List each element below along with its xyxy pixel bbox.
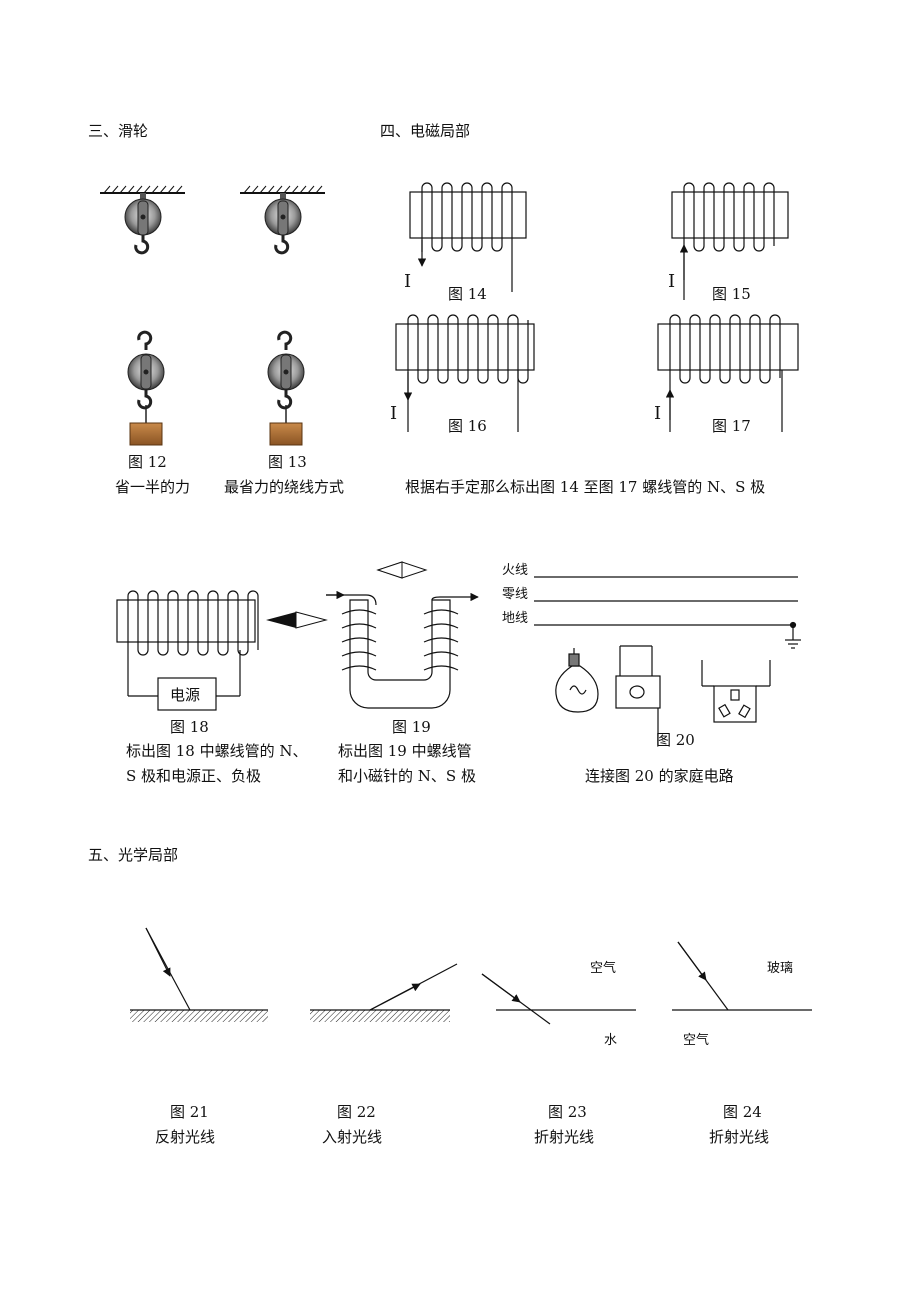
fig12-label: 图 12 [128,453,167,471]
fig21-desc: 反射光线 [155,1128,216,1146]
solenoid-fig16 [395,314,535,432]
fig24-desc: 折射光线 [709,1128,770,1146]
fig24-label: 图 24 [723,1103,762,1121]
neutral-wire-label: 零线 [502,587,529,602]
solenoid-fig14 [409,182,527,292]
fig18-desc-line2: S 极和电源正、负极 [126,767,262,785]
fig20-label: 图 20 [656,731,695,749]
solenoid-fig18 [116,590,259,711]
coil-right [423,609,459,671]
power-source-box [157,677,217,711]
fixed-pulley-12a [100,185,185,255]
compass-needle-fig19 [376,561,428,579]
fixed-pulley-13a [240,185,325,255]
fig18-desc-line1: 标出图 18 中螺线管的 N、 [126,742,308,760]
fig12-desc: 省一半的力 [115,478,191,496]
movable-pulley-13b [267,330,305,446]
fig22-label: 图 22 [337,1103,376,1121]
three-pin-socket [701,660,771,723]
current-label-16: I [390,403,398,424]
current-label-15: I [668,271,676,292]
fig19-label: 图 19 [392,718,431,736]
fig15-label: 图 15 [712,285,751,303]
ground-wire-label: 地线 [502,611,529,626]
fig13-desc: 最省力的绕线方式 [224,478,345,496]
power-source-label: 电源 [170,686,201,704]
solenoid-fig17 [657,314,799,432]
movable-pulley-12b [127,330,165,446]
refraction-fig23 [481,973,636,1025]
section-title-electromagnetism: 四、电磁局部 [380,122,471,140]
light-bulb [555,648,599,713]
switch-box [615,645,661,745]
refraction-fig24 [672,941,812,1011]
fig16-label: 图 16 [448,417,487,435]
fig23-label: 图 23 [548,1103,587,1121]
fig23-desc: 折射光线 [534,1128,595,1146]
section-title-optics: 五、光学局部 [88,846,179,864]
fig23-lower-medium: 水 [604,1033,618,1048]
fig19-desc-line1: 标出图 19 中螺线管 [338,742,472,760]
current-label-17: I [654,403,662,424]
fig20-desc: 连接图 20 的家庭电路 [585,767,734,785]
section-title-pulley: 三、滑轮 [88,122,149,140]
solenoid-task-text: 根据右手定那么标出图 14 至图 17 螺线管的 N、S 极 [405,478,766,496]
compass-needle-fig18 [266,611,328,629]
fig14-label: 图 14 [448,285,487,303]
fig21-label: 图 21 [170,1103,209,1121]
coil-left [341,609,377,671]
u-magnet-fig19 [326,590,479,709]
fig13-label: 图 13 [268,453,307,471]
mirror-fig22 [310,963,458,1022]
mirror-fig21 [130,927,268,1022]
live-wire-label: 火线 [502,563,529,578]
fig23-upper-medium: 空气 [590,961,617,976]
fig17-label: 图 17 [712,417,751,435]
fig19-desc-line2: 和小磁针的 N、S 极 [338,767,476,785]
current-label-14: I [404,271,412,292]
household-circuit-fig20 [534,576,801,745]
solenoid-fig15 [671,182,789,300]
fig18-label: 图 18 [170,718,209,736]
fig24-lower-medium: 空气 [683,1033,710,1048]
fig22-desc: 入射光线 [322,1128,383,1146]
fig24-upper-medium: 玻璃 [767,961,794,976]
